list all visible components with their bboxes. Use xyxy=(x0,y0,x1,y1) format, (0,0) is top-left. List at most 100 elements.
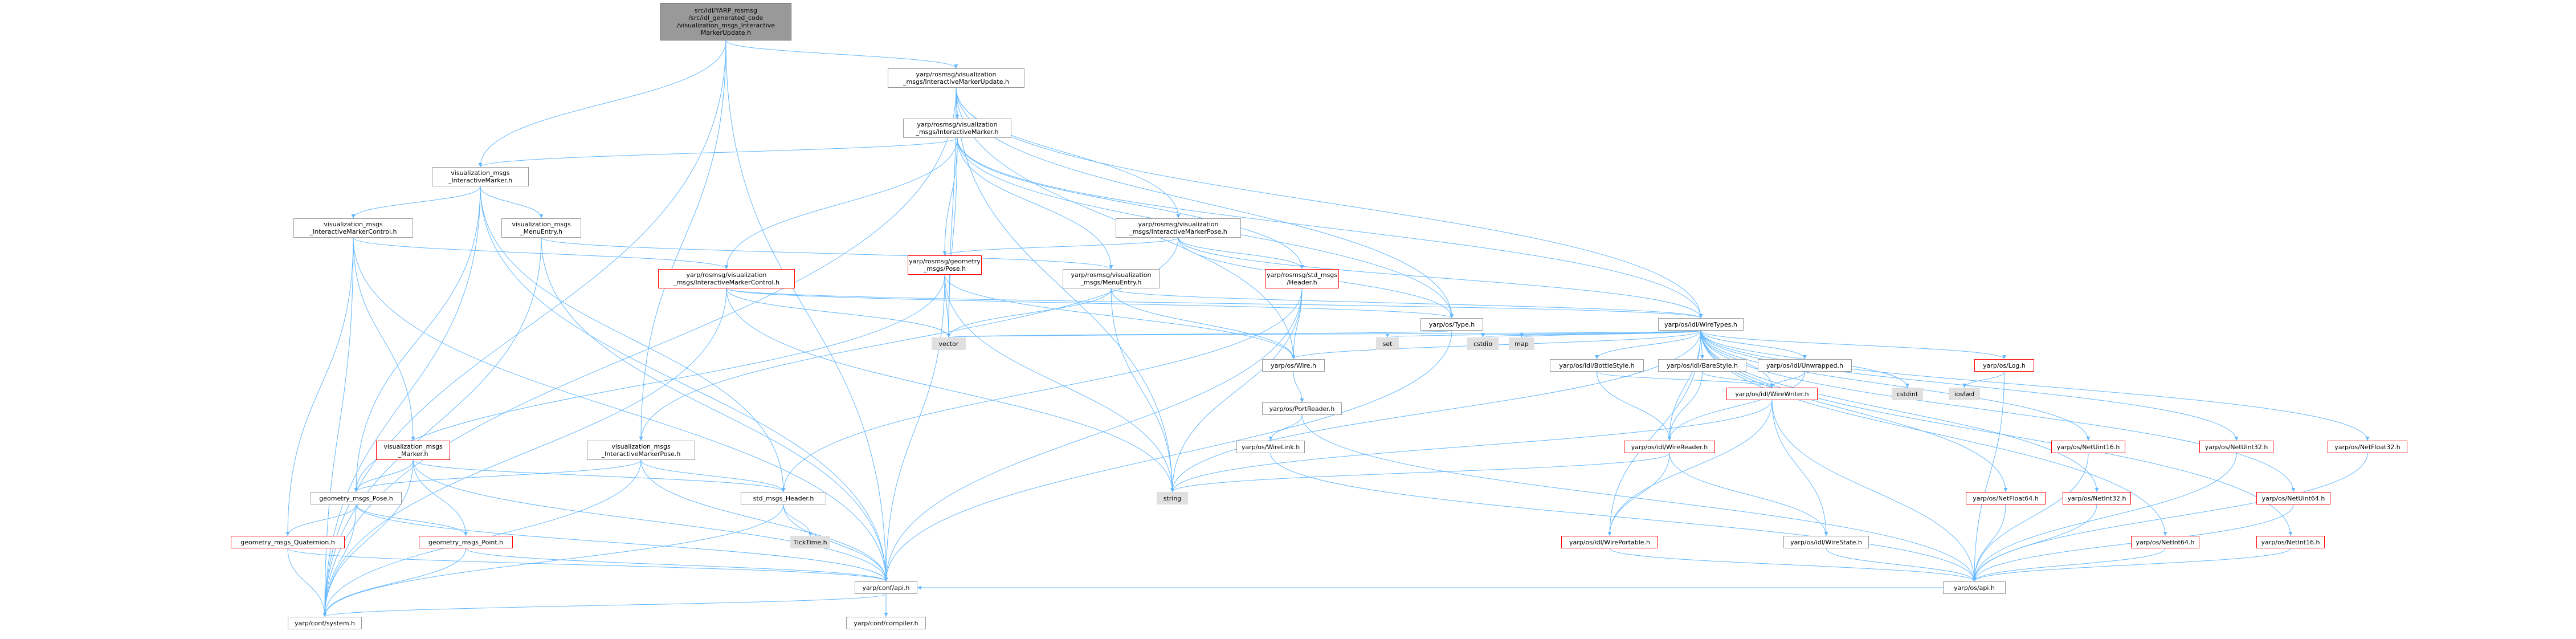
node-idl-wire-reader[interactable]: yarp/os/idl/WireReader.h xyxy=(1624,441,1715,453)
node-os-api[interactable]: yarp/os/api.h xyxy=(1943,581,2006,594)
node-std-msgs-header[interactable]: std_msgs_Header.h xyxy=(741,492,826,504)
node-net-int16[interactable]: yarp/os/NetInt16.h xyxy=(2256,536,2325,548)
edge-node-vm-interactive-marker-pose-to-node-std-msgs-header xyxy=(640,459,786,493)
edge-node-wire-types-to-node-idl-bottle-style xyxy=(1595,330,1701,360)
edge-node-idl-wire-writer-to-node-string xyxy=(1170,400,1773,493)
edge-node-std-msgs-header-to-node-conf-api xyxy=(783,504,888,582)
node-conf-compiler[interactable]: yarp/conf/compiler.h xyxy=(846,617,926,629)
edge-node-rosmsg-interactive-marker-pose-to-node-rosmsg-geometry-pose xyxy=(942,237,1179,256)
node-iosfwd[interactable]: iosfwd xyxy=(1949,388,1980,400)
edge-node-idl-wire-writer-to-node-idl-wire-portable xyxy=(1607,400,1773,536)
node-vm-menu-entry[interactable]: visualization_msgs _MenuEntry.h xyxy=(501,218,581,238)
node-os-log[interactable]: yarp/os/Log.h xyxy=(1974,359,2034,372)
node-geometry-msgs-quaternion[interactable]: geometry_msgs_Quaternion.h xyxy=(231,536,345,548)
node-net-uint32[interactable]: yarp/os/NetUint32.h xyxy=(2199,441,2273,453)
node-cstdio[interactable]: cstdio xyxy=(1467,337,1499,350)
edge-node-geometry-msgs-pose-to-node-conf-system xyxy=(322,504,357,617)
node-net-float64[interactable]: yarp/os/NetFloat64.h xyxy=(1966,492,2046,504)
node-wire-types[interactable]: yarp/os/idl/WireTypes.h xyxy=(1658,318,1744,331)
node-net-float32[interactable]: yarp/os/NetFloat32.h xyxy=(2328,441,2407,453)
edge-node-vm-interactive-marker-to-node-std-msgs-header xyxy=(480,186,786,493)
edge-node-net-int64-to-node-os-api xyxy=(1972,548,2166,582)
node-net-int32[interactable]: yarp/os/NetInt32.h xyxy=(2063,492,2131,504)
node-rosmsg-std-header[interactable]: yarp/rosmsg/std_msgs /Header.h xyxy=(1265,269,1339,288)
node-rosmsg-geometry-pose[interactable]: yarp/rosmsg/geometry _msgs/Pose.h xyxy=(908,255,982,275)
node-conf-api[interactable]: yarp/conf/api.h xyxy=(855,581,917,594)
edge-node-rosmsg-interactive-marker-to-node-vm-interactive-marker xyxy=(478,137,958,168)
edge-node-rosmsg-std-header-to-node-std-msgs-header xyxy=(781,288,1303,493)
edge-node-wire-types-to-node-string xyxy=(1170,330,1701,493)
edge-node-wire-types-to-node-idl-unwrapped xyxy=(1700,330,1807,360)
edge-node-rosmsg-interactive-marker-pose-to-node-wire-types xyxy=(1178,237,1703,319)
edge-node-os-port-reader-to-node-os-api xyxy=(1301,414,1977,582)
node-os-wire[interactable]: yarp/os/Wire.h xyxy=(1262,359,1325,372)
node-rosmsg-interactive-marker-update[interactable]: yarp/rosmsg/visualization _msgs/Interact… xyxy=(888,68,1024,88)
node-root-header[interactable]: src/idl/YARP_rosmsg /src/idl_generated_c… xyxy=(660,3,791,40)
edge-node-wire-types-to-node-map xyxy=(1520,330,1701,338)
node-rosmsg-menu-entry[interactable]: yarp/rosmsg/visualization _msgs/MenuEntr… xyxy=(1063,269,1160,288)
node-geometry-msgs-point[interactable]: geometry_msgs_Point.h xyxy=(419,536,513,548)
node-rosmsg-interactive-marker-pose[interactable]: yarp/rosmsg/visualization _msgs/Interact… xyxy=(1116,218,1241,238)
edge-node-idl-unwrapped-to-node-idl-wire-reader xyxy=(1667,371,1805,441)
node-rosmsg-interactive-marker[interactable]: yarp/rosmsg/visualization _msgs/Interact… xyxy=(903,119,1011,138)
edge-node-rosmsg-menu-entry-to-node-string xyxy=(1111,288,1174,493)
node-cstdint[interactable]: cstdint xyxy=(1892,388,1923,400)
edge-node-rosmsg-interactive-marker-control-to-node-vector xyxy=(726,288,951,338)
node-net-int64[interactable]: yarp/os/NetInt64.h xyxy=(2131,536,2199,548)
edge-node-rosmsg-interactive-marker-update-to-node-conf-system xyxy=(322,87,957,617)
edge-node-root-header-to-node-vm-interactive-marker xyxy=(478,40,726,168)
edge-node-vm-interactive-marker-control-to-node-geometry-msgs-quaternion xyxy=(285,237,354,536)
node-idl-wire-writer[interactable]: yarp/os/idl/WireWriter.h xyxy=(1726,388,1818,400)
edge-node-vm-interactive-marker-to-node-conf-api xyxy=(480,186,888,582)
node-vm-interactive-marker-pose[interactable]: visualization_msgs _InteractiveMarkerPos… xyxy=(587,441,695,460)
edge-node-net-uint16-to-node-os-api xyxy=(1972,453,2089,582)
edge-node-geometry-msgs-pose-to-node-geometry-msgs-quaternion xyxy=(285,504,357,536)
node-rosmsg-interactive-marker-control[interactable]: yarp/rosmsg/visualization _msgs/Interact… xyxy=(658,269,795,288)
edge-node-rosmsg-menu-entry-to-node-os-wire xyxy=(1111,288,1296,360)
node-conf-system[interactable]: yarp/conf/system.h xyxy=(288,617,362,629)
edge-node-rosmsg-interactive-marker-update-to-node-rosmsg-interactive-marker-pose xyxy=(956,87,1181,219)
node-vm-interactive-marker[interactable]: visualization_msgs _InteractiveMarker.h xyxy=(432,167,529,186)
node-idl-wire-portable[interactable]: yarp/os/idl/WirePortable.h xyxy=(1561,536,1658,548)
edge-node-idl-wire-writer-to-node-idl-wire-state xyxy=(1771,400,1828,536)
edge-node-os-wire-to-node-os-port-reader xyxy=(1293,371,1304,403)
node-vm-marker[interactable]: visualization_msgs _Marker.h xyxy=(376,441,450,460)
edge-node-vm-interactive-marker-to-node-vm-interactive-marker-control xyxy=(351,186,481,219)
edge-node-os-type-to-node-vector xyxy=(947,330,1452,338)
node-net-uint16[interactable]: yarp/os/NetUint16.h xyxy=(2051,441,2125,453)
node-idl-bottle-style[interactable]: yarp/os/idl/BottleStyle.h xyxy=(1550,359,1644,372)
edge-node-net-int16-to-node-os-api xyxy=(1972,548,2291,582)
edge-node-rosmsg-std-header-to-node-conf-api xyxy=(884,288,1303,582)
node-net-uint64[interactable]: yarp/os/NetUint64.h xyxy=(2256,492,2330,504)
node-idl-unwrapped[interactable]: yarp/os/idl/Unwrapped.h xyxy=(1758,359,1852,372)
edge-node-rosmsg-interactive-marker-control-to-node-os-type xyxy=(726,288,1454,319)
edge-node-vm-interactive-marker-control-to-node-rosmsg-interactive-marker-control xyxy=(353,237,729,270)
edge-node-wire-types-to-node-os-log xyxy=(1700,330,2006,360)
edge-node-idl-unwrapped-to-node-idl-wire-writer xyxy=(1770,371,1805,388)
edge-node-idl-wire-state-to-node-os-api xyxy=(1826,548,1977,582)
edge-node-geometry-msgs-pose-to-node-conf-api xyxy=(356,504,888,582)
node-idl-wire-state[interactable]: yarp/os/idl/WireState.h xyxy=(1783,536,1869,548)
edge-node-wire-types-to-node-net-uint16 xyxy=(1700,330,2091,441)
edge-node-rosmsg-std-header-to-node-string xyxy=(1170,288,1303,493)
node-vm-interactive-marker-control[interactable]: visualization_msgs _InteractiveMarkerCon… xyxy=(293,218,413,238)
node-idl-bare-style[interactable]: yarp/os/idl/BareStyle.h xyxy=(1658,359,1746,372)
node-tick-time[interactable]: TickTime.h xyxy=(790,536,830,548)
edge-node-os-wire-link-to-node-os-api xyxy=(1270,453,1977,582)
edge-node-rosmsg-interactive-marker-to-node-wire-types xyxy=(957,137,1703,319)
node-geometry-msgs-pose[interactable]: geometry_msgs_Pose.h xyxy=(311,492,402,504)
edge-node-vm-interactive-marker-control-to-node-vm-marker xyxy=(353,237,415,441)
node-map[interactable]: map xyxy=(1509,337,1534,350)
edge-node-vm-marker-to-node-conf-api xyxy=(413,459,888,582)
node-os-wire-link[interactable]: yarp/os/WireLink.h xyxy=(1236,441,1305,453)
node-os-port-reader[interactable]: yarp/os/PortReader.h xyxy=(1262,402,1342,415)
node-vector[interactable]: vector xyxy=(932,337,966,350)
edge-node-rosmsg-menu-entry-to-node-wire-types xyxy=(1111,288,1703,319)
edge-node-geometry-msgs-point-to-node-conf-system xyxy=(322,548,466,617)
node-set[interactable]: set xyxy=(1376,337,1399,350)
edge-node-wire-types-to-node-vector xyxy=(948,330,1701,338)
edge-node-geometry-msgs-quaternion-to-node-conf-api xyxy=(287,548,888,582)
edge-node-os-type-to-node-conf-api xyxy=(884,330,1452,582)
node-string[interactable]: string xyxy=(1157,492,1188,504)
node-os-type[interactable]: yarp/os/Type.h xyxy=(1420,318,1483,331)
